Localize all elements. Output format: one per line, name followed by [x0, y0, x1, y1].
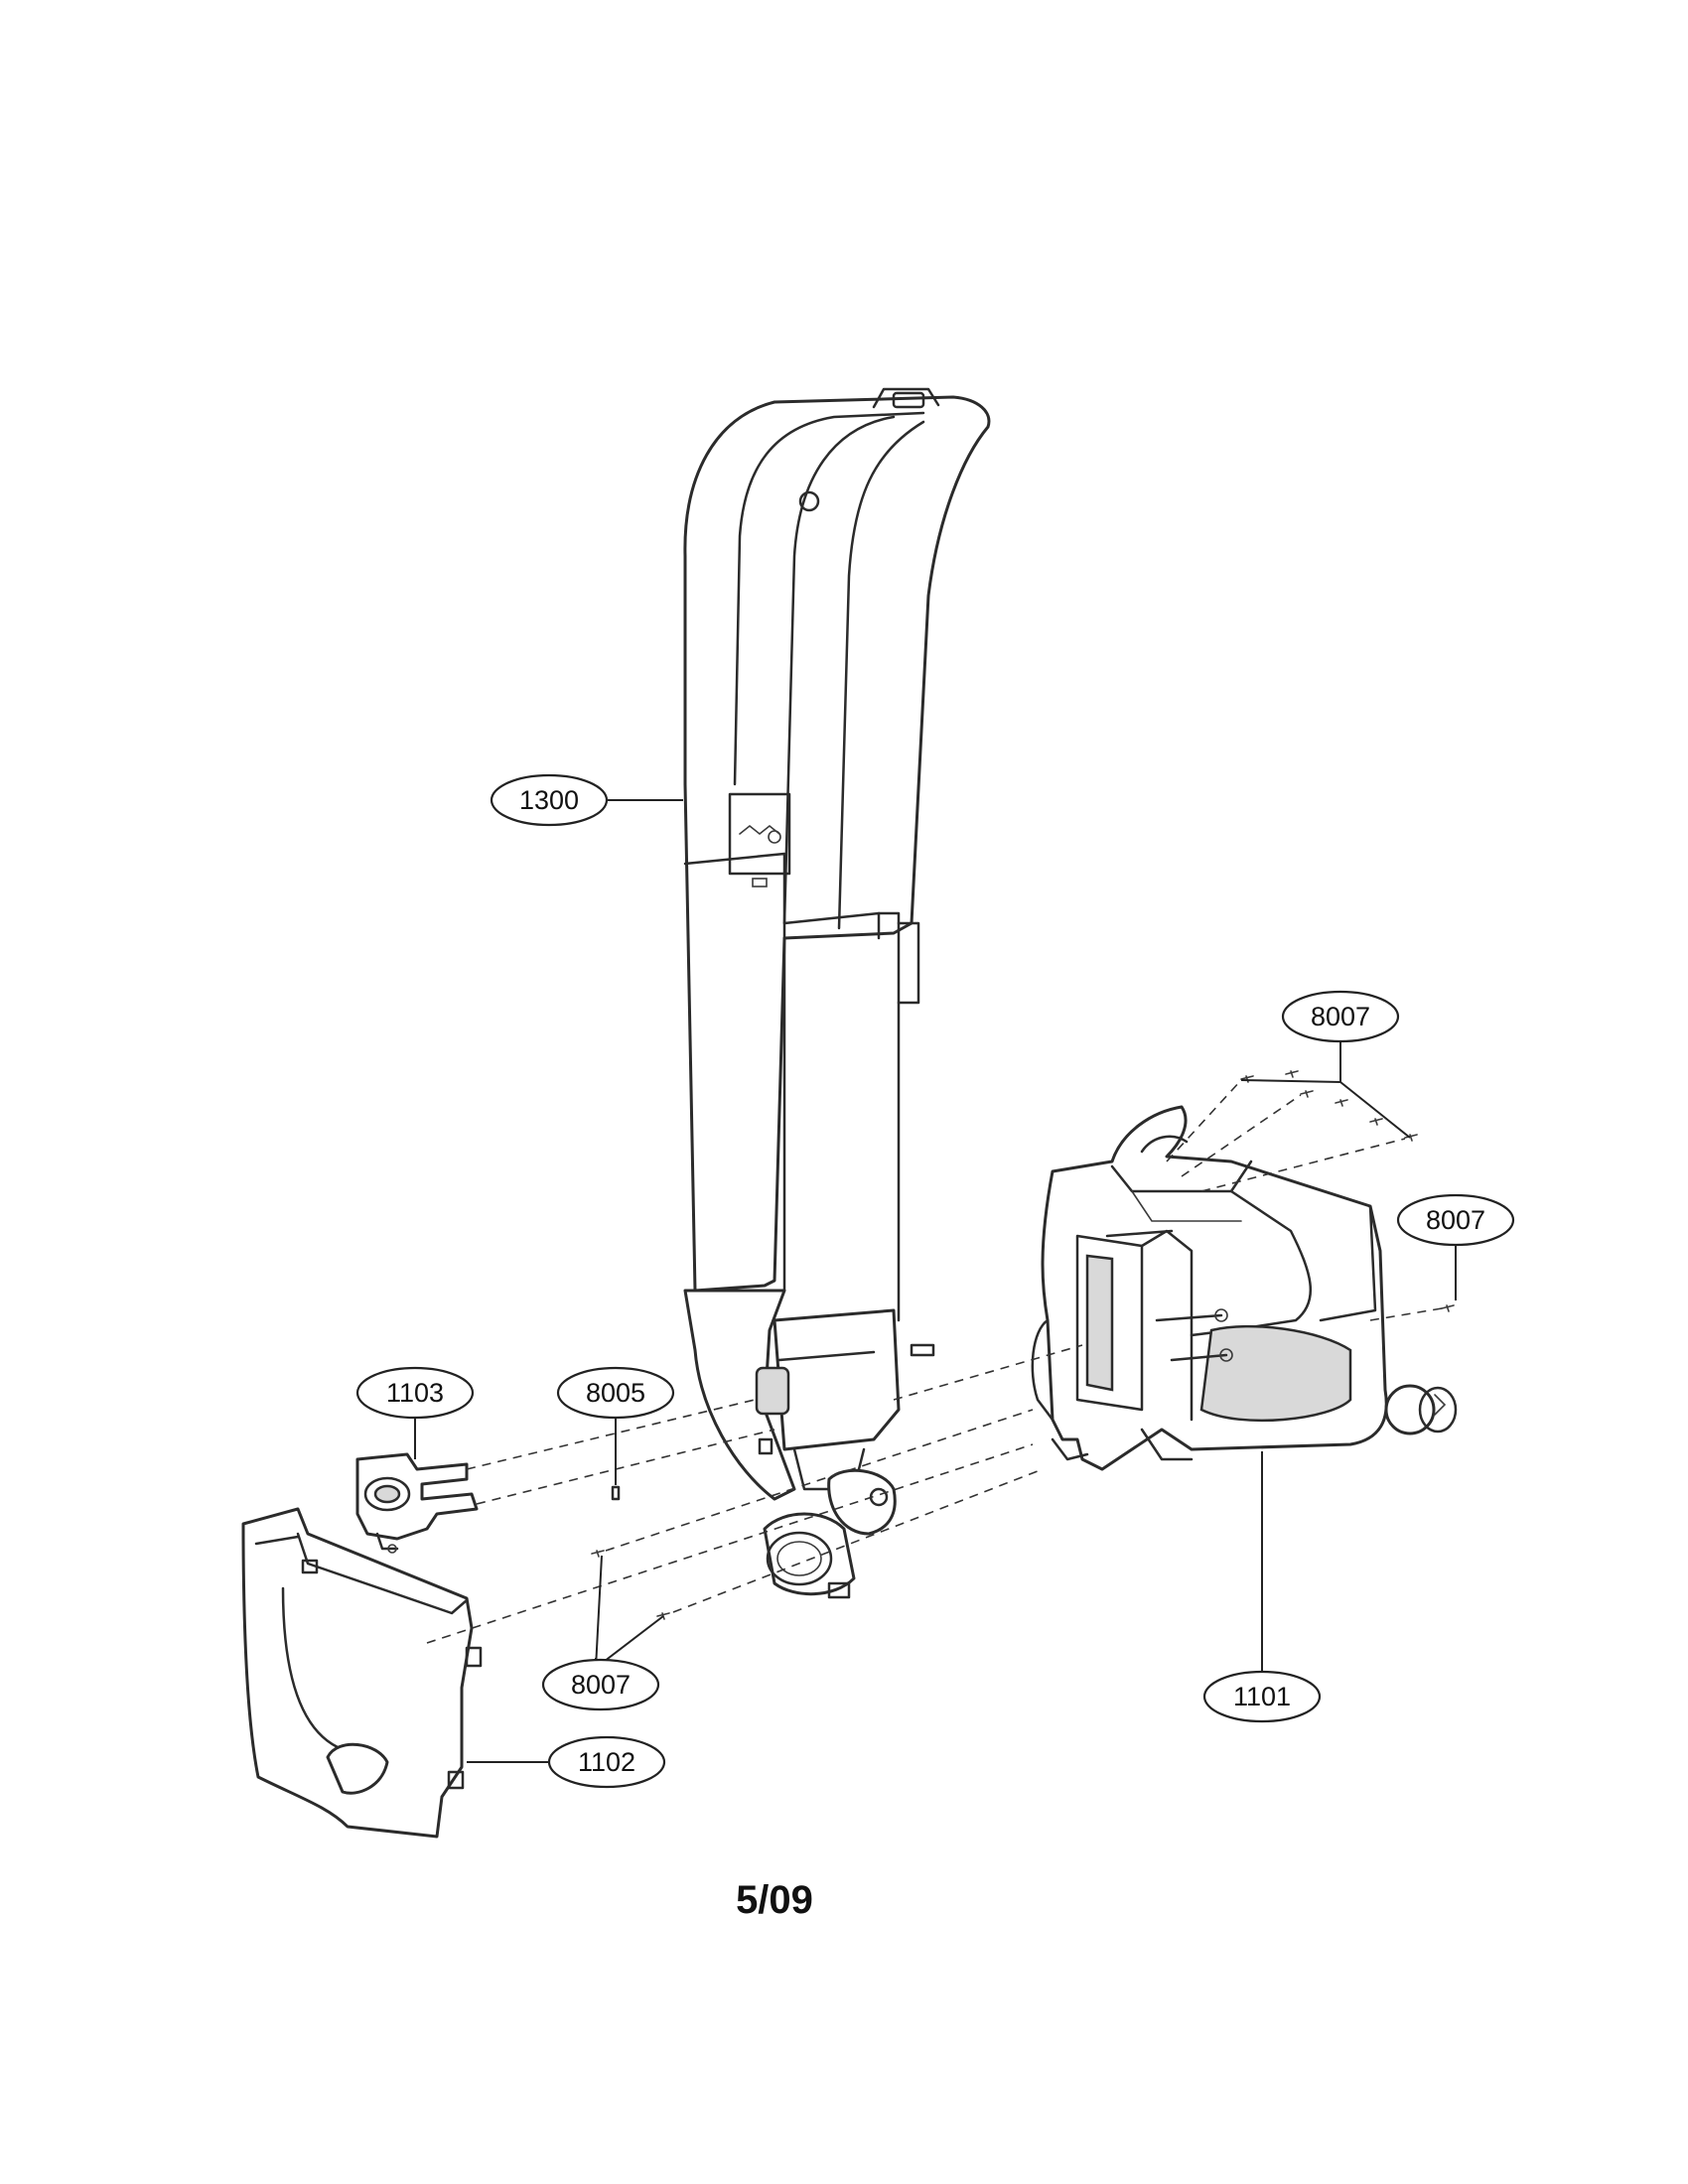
right-cover-1101: [1031, 1105, 1458, 1471]
screws-8007-bottom: [591, 1550, 670, 1620]
callout-1103: 1103: [355, 1366, 475, 1459]
clip-1103: [355, 1452, 479, 1554]
callout-8007-top: 8007: [1240, 990, 1411, 1139]
callout-label: 1103: [386, 1378, 444, 1408]
callout-label: 8005: [586, 1378, 645, 1408]
callout-1102: 1102: [467, 1735, 666, 1789]
pin-8005: [611, 1485, 621, 1501]
callout-label: 1101: [1233, 1682, 1291, 1711]
page-number: 5/09: [736, 1878, 813, 1922]
callout-1300: 1300: [490, 773, 683, 827]
left-cover-1102: [241, 1507, 483, 1839]
handle-assembly-1300: [683, 387, 991, 1599]
callout-label: 8007: [1426, 1205, 1485, 1235]
callout-label: 1300: [519, 785, 579, 815]
callout-label: 1102: [578, 1747, 635, 1777]
callout-label: 8007: [1311, 1002, 1370, 1031]
callout-8007-right: 8007: [1396, 1193, 1515, 1300]
callout-8007-bottom: 8007: [541, 1555, 664, 1711]
assembly-lines: [426, 1079, 1443, 1644]
callout-1101: 1101: [1202, 1451, 1322, 1723]
callout-8005: 8005: [556, 1366, 675, 1485]
screw-8007-right: [1441, 1304, 1455, 1312]
callout-label: 8007: [571, 1670, 631, 1700]
